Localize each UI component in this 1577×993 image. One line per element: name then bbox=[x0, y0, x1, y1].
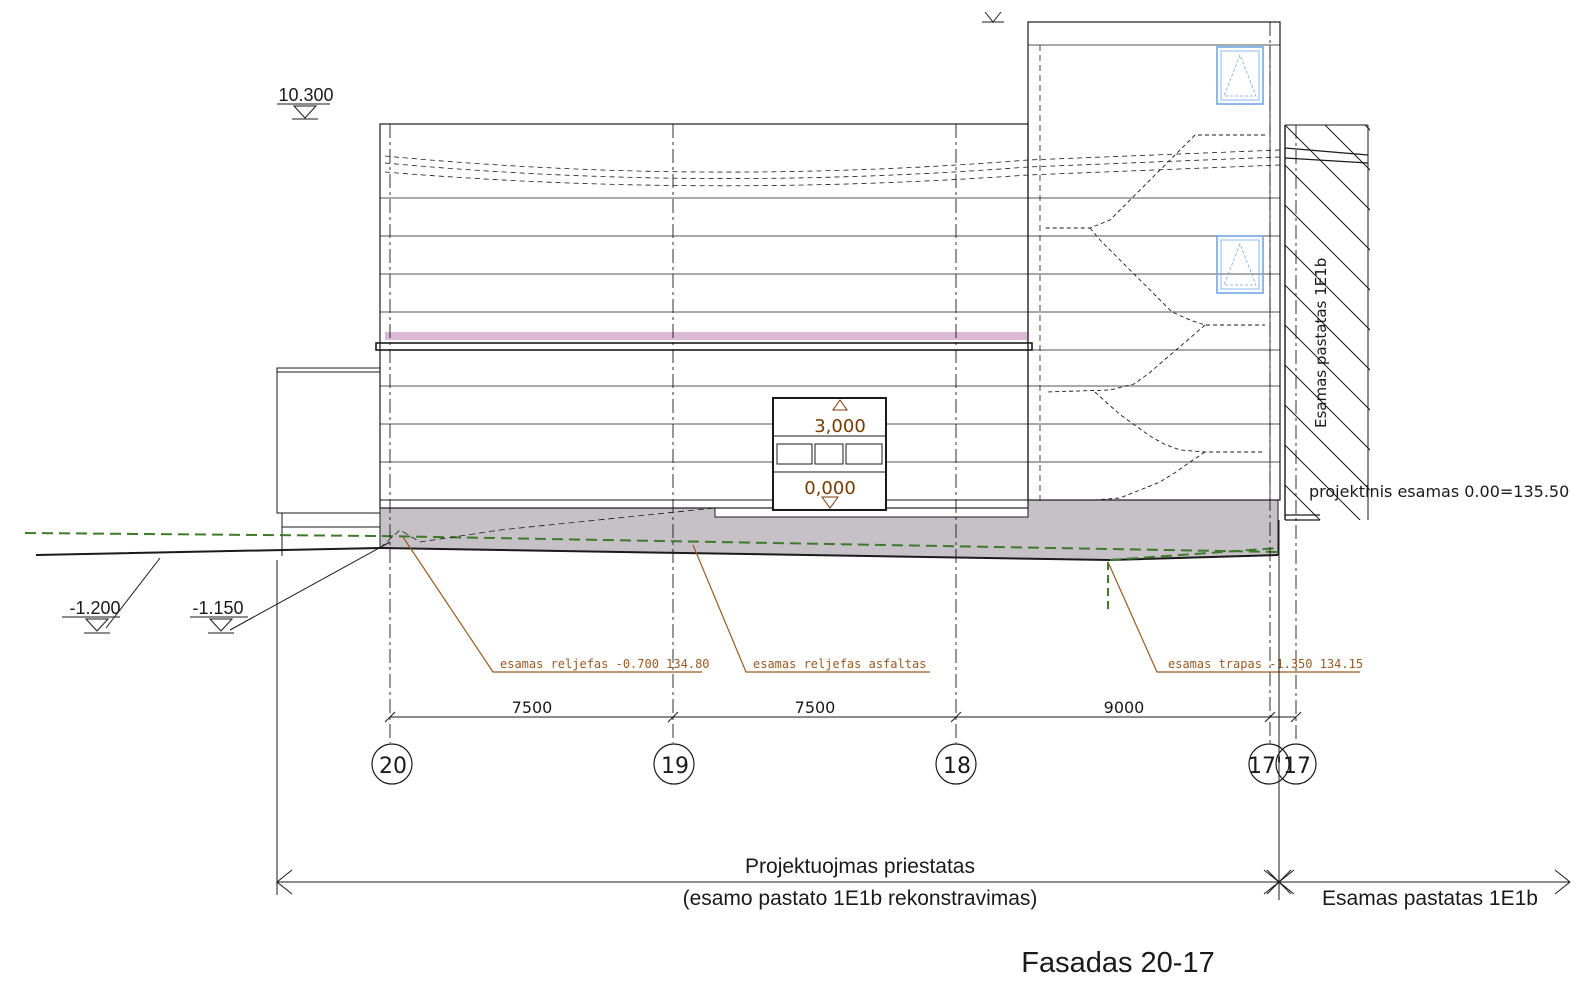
axis-label-19: 19 bbox=[661, 754, 689, 779]
door-top-level: 3,000 bbox=[814, 416, 866, 437]
dimension-chain bbox=[384, 711, 1302, 723]
level-left-outer-label: -1.200 bbox=[69, 598, 120, 618]
axis-label-18: 18 bbox=[943, 754, 971, 779]
door-bottom-level: 0,000 bbox=[804, 478, 856, 499]
axis-bubble-20 bbox=[371, 743, 413, 785]
project-annex-label: Projektuojmas priestatas bbox=[745, 855, 975, 878]
axis-lines bbox=[389, 22, 1297, 743]
existing-building-vertical-label: Esamas pastatas 1E1b bbox=[1312, 258, 1330, 428]
level-left-inner-label: -1.150 bbox=[192, 598, 243, 618]
leader-note-asphalt: esamas reljefas asfaltas bbox=[753, 657, 926, 671]
leader-note-relief: esamas reljefas -0.700 134.80 bbox=[500, 657, 710, 671]
axis-bubble-18 bbox=[935, 743, 977, 785]
axis-bubbles bbox=[371, 743, 1317, 785]
dimension-19-18: 7500 bbox=[795, 698, 836, 717]
lintel-band bbox=[385, 332, 1028, 340]
top-level-marker bbox=[982, 11, 1004, 23]
existing-building-hatch bbox=[1284, 124, 1370, 521]
project-annex-sublabel: (esamo pastato 1E1b rekonstravimas) bbox=[683, 887, 1038, 910]
stair-tower bbox=[1027, 21, 1281, 501]
level-marker-left-outer bbox=[62, 616, 120, 634]
level-top-label: 10.300 bbox=[278, 85, 333, 105]
overall-dimension bbox=[276, 520, 1571, 900]
drawing-title: Fasadas 20-17 bbox=[1021, 947, 1214, 979]
canopy-beam bbox=[375, 342, 1033, 351]
axis-label-17-prime: 17' bbox=[1248, 754, 1282, 779]
leader-note-drain: esamas trapas -1.350 134.15 bbox=[1168, 657, 1363, 671]
datum-label: projektinis esamas 0.00=135.50 bbox=[1309, 482, 1569, 501]
axis-bubble-19 bbox=[653, 743, 695, 785]
axis-bubble-17 bbox=[1275, 743, 1317, 785]
axis-label-17: 17 bbox=[1283, 754, 1311, 779]
terrain bbox=[24, 507, 1279, 631]
left-annex bbox=[276, 367, 381, 556]
existing-building-label: Esamas pastatas 1E1b bbox=[1322, 887, 1538, 910]
level-marker-left-inner bbox=[190, 616, 248, 634]
level-marker-top bbox=[277, 103, 330, 120]
axis-label-20: 20 bbox=[379, 754, 407, 779]
dimension-18-17: 9000 bbox=[1104, 698, 1145, 717]
tower-window bbox=[1216, 235, 1264, 294]
door-level-symbols bbox=[821, 399, 848, 509]
tower-window bbox=[1216, 46, 1264, 105]
leader-lines bbox=[402, 536, 1360, 673]
dimension-20-19: 7500 bbox=[512, 698, 553, 717]
garage-door bbox=[772, 397, 887, 511]
